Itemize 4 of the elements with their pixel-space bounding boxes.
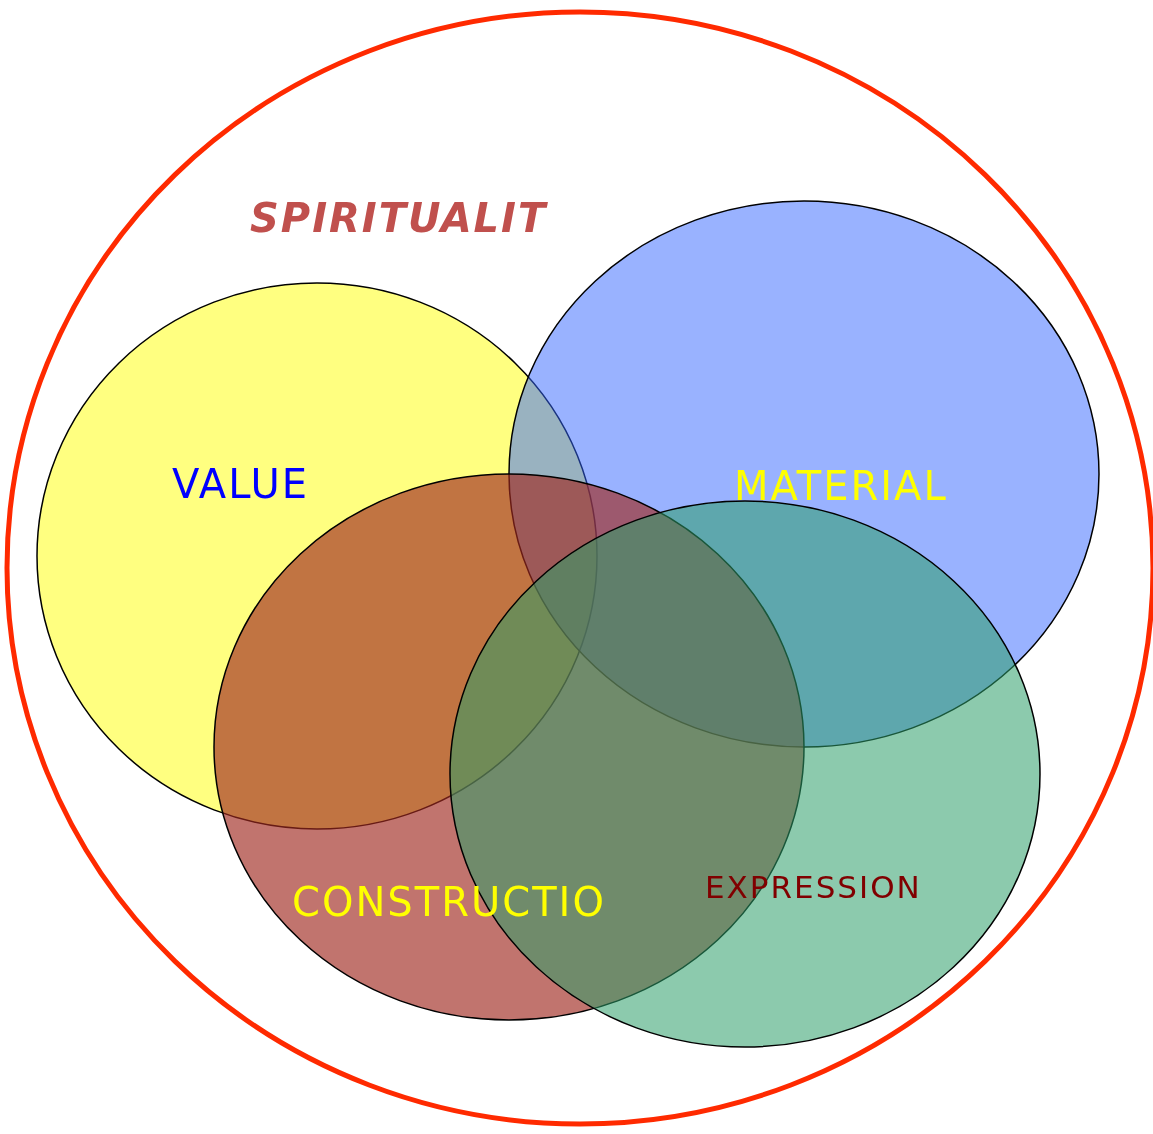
circle-label: EXPRESSION	[705, 870, 922, 905]
circle-label: SPIRITUALIT	[250, 196, 548, 240]
circle-label: MATERIAL	[734, 464, 948, 508]
circle-label: VALUE	[172, 462, 309, 506]
